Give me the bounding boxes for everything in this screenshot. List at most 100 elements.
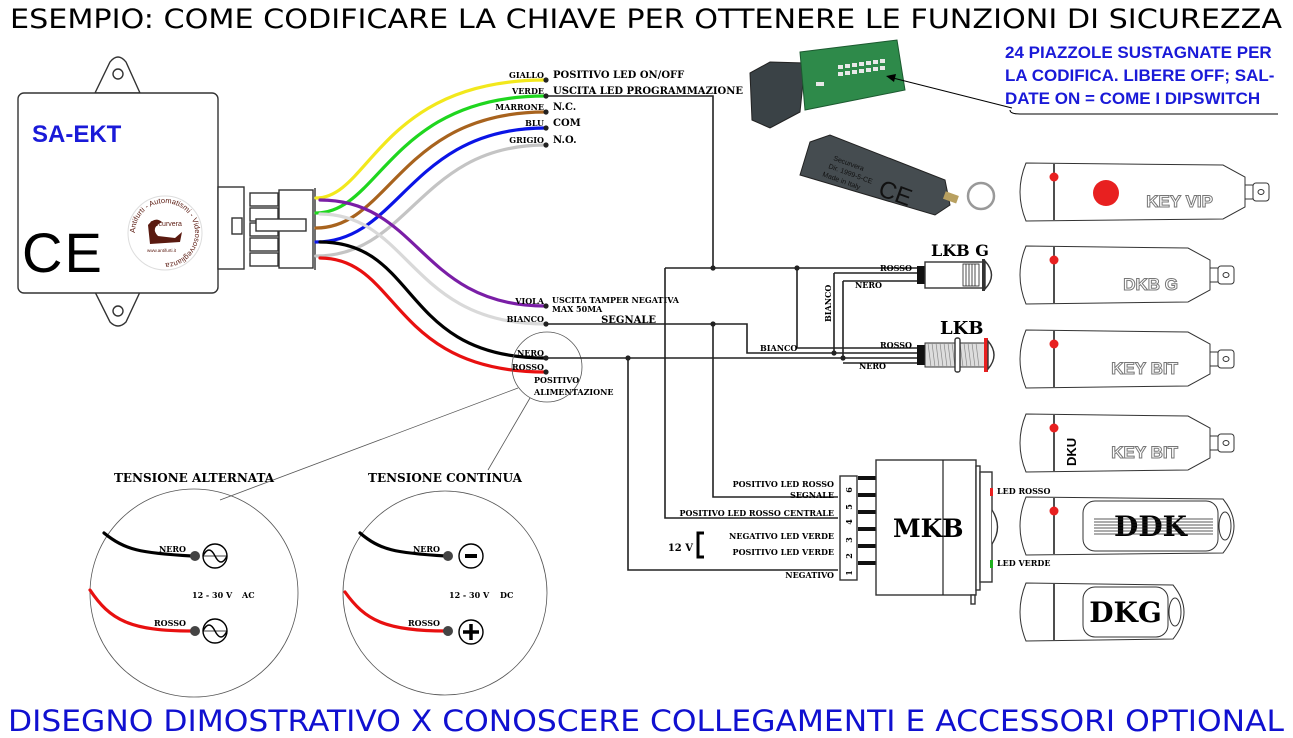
bracket-12v-label: 12 V bbox=[668, 543, 693, 554]
wire-label-verde: VERDE bbox=[511, 86, 544, 96]
lkb-nero-label: NERO bbox=[859, 361, 886, 371]
lkb-reader: LKB ROSSO NERO bbox=[859, 318, 995, 373]
mount-hole-bottom bbox=[112, 305, 124, 317]
key-fob-key-bit: KEY BIT DKU bbox=[1019, 413, 1235, 473]
power-ac-detail: TENSIONE ALTERNATA NERO ROSSO 12 - 30 V … bbox=[88, 471, 299, 698]
dc-unit: DC bbox=[500, 590, 513, 600]
ce-mark: CE bbox=[22, 221, 104, 284]
wire-rosso bbox=[318, 256, 547, 374]
key-vip-dot-icon bbox=[1093, 180, 1119, 206]
plus-icon bbox=[458, 619, 484, 645]
connector bbox=[217, 186, 316, 270]
top-wire-labels: GIALLO POSITIVO LED ON/OFF VERDE USCITA … bbox=[495, 70, 743, 146]
mkb-led-red bbox=[990, 488, 993, 496]
key-led-icon bbox=[1049, 423, 1059, 433]
wire-function-grigio: N.O. bbox=[553, 135, 577, 146]
mkb-pins: 6 5 4 3 2 1 bbox=[844, 487, 854, 576]
lkb-g-title: LKB G bbox=[931, 241, 989, 260]
power-dc-detail: TENSIONE CONTINUA NERO ROSSO 12 - 30 V D… bbox=[342, 471, 548, 696]
wire-viola bbox=[318, 198, 547, 308]
key-name: KEY BIT bbox=[1111, 359, 1178, 378]
mkb-body bbox=[875, 459, 977, 596]
signal-label: SEGNALE bbox=[601, 315, 656, 326]
logo-brand: Securvera bbox=[150, 221, 182, 228]
wire-nero bbox=[318, 240, 547, 360]
pin-3-number: 3 bbox=[844, 537, 854, 543]
ac-sine-icon-top bbox=[202, 543, 228, 569]
wire-label-nero: NERO bbox=[517, 348, 544, 358]
key-name: KEY BIT bbox=[1111, 443, 1178, 462]
pads-note-line-2: LA CODIFICA. LIBERE OFF; SAL- bbox=[1005, 66, 1274, 85]
lkb-title: LKB bbox=[940, 318, 984, 339]
dc-title: TENSIONE CONTINUA bbox=[368, 471, 523, 485]
pointer-arrowhead bbox=[886, 74, 896, 82]
wire-function-viola-2: MAX 50MA bbox=[552, 304, 603, 314]
key-name: DKG bbox=[1089, 596, 1162, 629]
mkb-led-green bbox=[990, 560, 993, 568]
key-fob-ddk: DDK bbox=[1019, 496, 1235, 556]
fox-icon bbox=[148, 219, 182, 244]
pin-2-number: 2 bbox=[844, 553, 854, 559]
wire-function-marrone: N.C. bbox=[553, 102, 576, 113]
mkb-led-green-label: LED VERDE bbox=[997, 558, 1050, 568]
mkb-reader: 6 5 4 3 2 1 MKB LED ROSSO LED VERDE POSI… bbox=[668, 459, 1050, 605]
ac-range: 12 - 30 V bbox=[192, 590, 233, 600]
key-fob-key-bit: KEY BIT bbox=[1019, 329, 1235, 389]
pads-note-line-3: DATE ON = COME I DIPSWITCH bbox=[1005, 89, 1260, 108]
pin-6-number: 6 bbox=[844, 487, 854, 493]
key-photo-closed: Securvera Dir. 1999-5-CE Made in Italy C… bbox=[799, 134, 996, 216]
wire-grigio bbox=[314, 143, 547, 258]
wire-label-blu: BLU bbox=[525, 118, 544, 128]
key-led-icon bbox=[1049, 339, 1059, 349]
key-led-icon bbox=[1049, 506, 1059, 516]
mkb-led-red-label: LED ROSSO bbox=[997, 486, 1050, 496]
pin-4-number: 4 bbox=[844, 519, 854, 525]
mount-hole-top bbox=[112, 68, 124, 80]
schematic-lines bbox=[546, 95, 920, 571]
lkb-g-bianco-label: BIANCO bbox=[823, 285, 833, 322]
mkb-title: MKB bbox=[893, 514, 964, 543]
footer-caption: DISEGNO DIMOSTRATIVO X CONOSCERE COLLEGA… bbox=[8, 704, 1284, 738]
wire-verde bbox=[314, 94, 547, 215]
page-title: ESEMPIO: COME CODIFICARE LA CHIAVE PER O… bbox=[10, 4, 1283, 35]
bracket-12v bbox=[696, 531, 704, 559]
lkb-bianco-label: BIANCO bbox=[760, 343, 797, 353]
key-name: DKB G bbox=[1123, 275, 1178, 294]
leader-line-dc bbox=[487, 397, 531, 471]
wire-bundle bbox=[314, 78, 547, 374]
note-underline bbox=[1009, 109, 1278, 115]
key-fobs: KEY VIP DKB G KEY BIT KEY BIT DKU DDK DKG bbox=[1019, 162, 1270, 642]
wire-function-giallo: POSITIVO LED ON/OFF bbox=[553, 70, 684, 81]
key-name: DDK bbox=[1114, 510, 1189, 543]
wire-bianco bbox=[318, 212, 547, 326]
dc-nero-label: NERO bbox=[413, 544, 440, 554]
minus-icon bbox=[458, 543, 484, 569]
pin-2-label: POSITIVO LED VERDE bbox=[733, 547, 834, 557]
key-led-icon bbox=[1049, 172, 1059, 182]
wire-label-grigio: GRIGIO bbox=[509, 135, 544, 145]
key-fob-key-vip: KEY VIP bbox=[1019, 162, 1270, 222]
lkb-g-reader: LKB G ROSSO NERO bbox=[855, 241, 993, 291]
key-photo-open bbox=[749, 39, 906, 129]
pin-1-label: NEGATIVO bbox=[785, 570, 834, 580]
key-led-icon bbox=[1049, 255, 1059, 265]
power-detail-marker bbox=[511, 331, 583, 403]
key-ring-icon bbox=[966, 181, 996, 211]
pin-1-number: 1 bbox=[844, 570, 854, 576]
wire-label-marrone: MARRONE bbox=[495, 102, 544, 112]
wire-label-giallo: GIALLO bbox=[509, 70, 544, 80]
key-side-label: DKU bbox=[1064, 438, 1079, 466]
sa-ekt-unit: SA-EKT CE Antifurti - Automatismi - Vide… bbox=[17, 56, 316, 327]
mkb-pin-block bbox=[839, 475, 858, 581]
wire-function-viola-1: USCITA TAMPER NEGATIVA bbox=[552, 295, 680, 305]
power-positive-label-2: ALIMENTAZIONE bbox=[533, 387, 614, 397]
logo-url: www.antifurti.it bbox=[147, 248, 177, 253]
key-fob-dkg: DKG bbox=[1019, 582, 1185, 642]
wire-label-viola: VIOLA bbox=[514, 296, 545, 306]
key-name: KEY VIP bbox=[1146, 192, 1213, 211]
wire-terminals bbox=[543, 77, 549, 375]
wire-function-verde: USCITA LED PROGRAMMAZIONE bbox=[553, 86, 743, 97]
wire-label-rosso: ROSSO bbox=[512, 362, 544, 372]
key-fob-dkb-g: DKB G bbox=[1019, 245, 1235, 305]
wire-blu bbox=[314, 126, 547, 244]
